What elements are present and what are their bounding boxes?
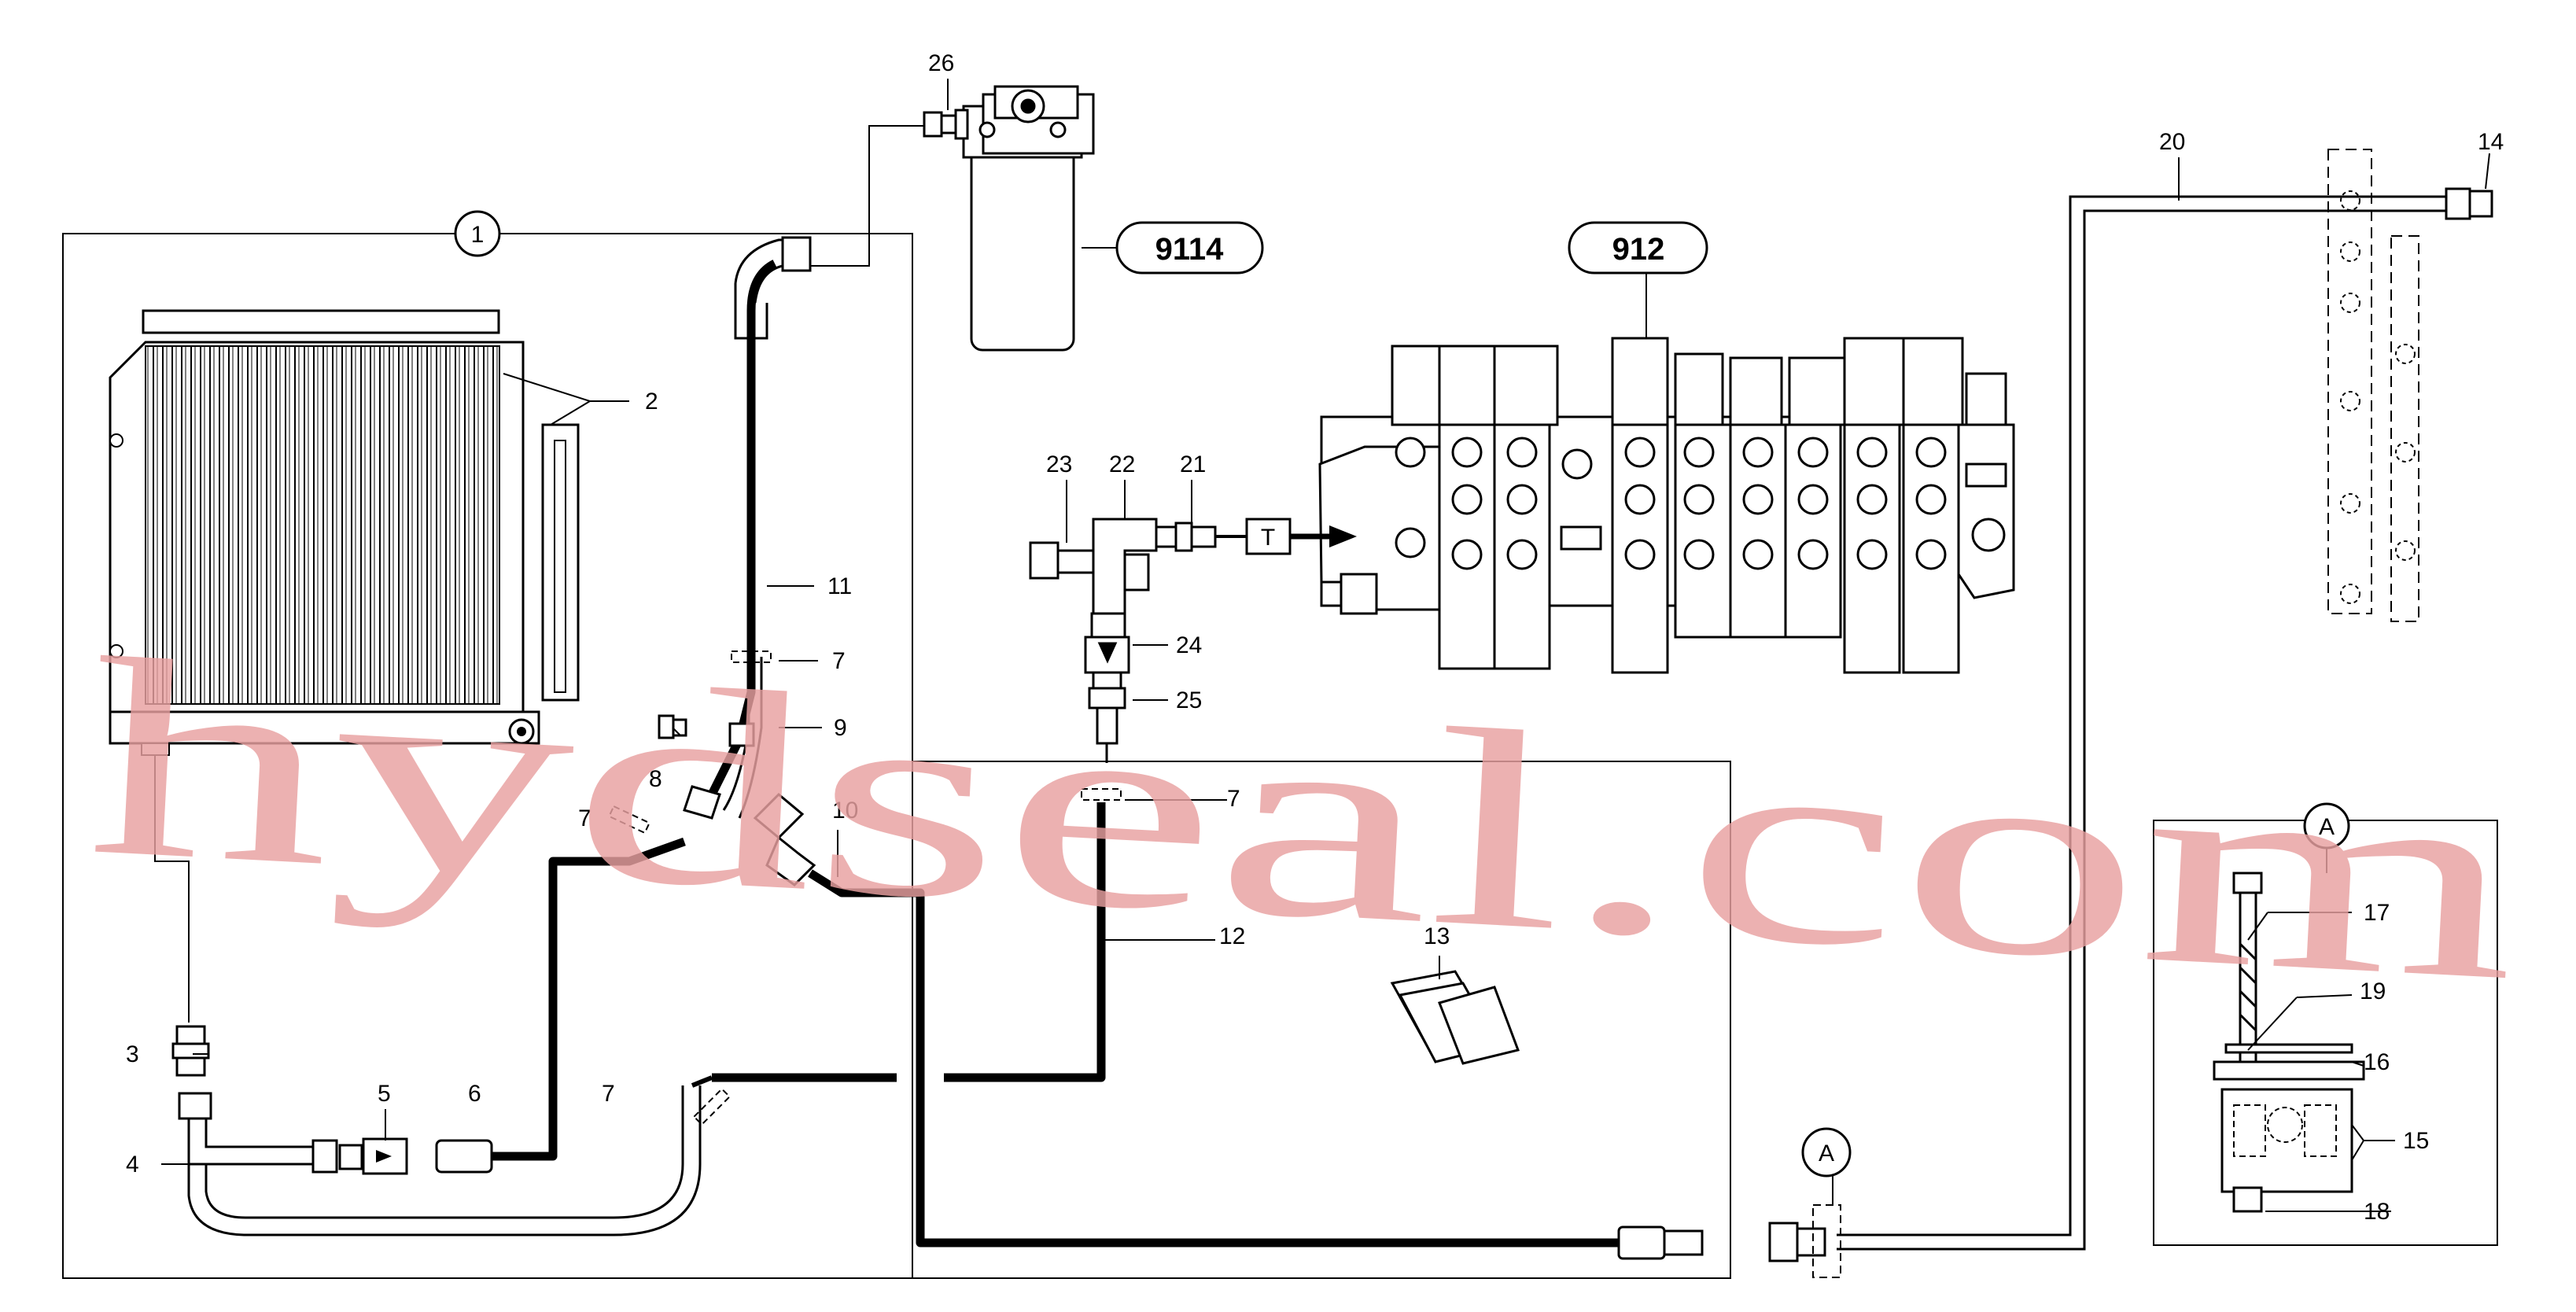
callout-10: 10 — [832, 798, 858, 824]
callout-13: 13 — [1424, 923, 1450, 949]
callout-1: 1 — [471, 222, 485, 248]
control-valve-912 — [1318, 337, 2015, 674]
clamps-7 — [608, 650, 1122, 1126]
assembly-frame-right — [912, 761, 1731, 1279]
callout-22: 22 — [1109, 451, 1135, 477]
fitting-3 — [171, 1025, 212, 1120]
leader-lines — [161, 79, 2490, 1212]
fitting-14 — [2445, 187, 2493, 220]
detail-a-title: A — [2319, 814, 2335, 840]
callout-14: 14 — [2478, 129, 2504, 155]
manual-13 — [1390, 970, 1520, 1065]
pipe-20 — [1837, 195, 2462, 1251]
number-callouts: 2 3 4 5 6 7 7 7 7 8 9 10 11 12 13 14 15 … — [126, 50, 2504, 1225]
callout-5: 5 — [378, 1081, 391, 1107]
callout-7-b: 7 — [578, 805, 591, 831]
callout-9: 9 — [834, 715, 847, 741]
hose-6-fitting — [435, 1139, 493, 1174]
detail-a-contents — [2213, 872, 2365, 1213]
callout-6: 6 — [468, 1081, 481, 1107]
callout-12: 12 — [1219, 923, 1245, 949]
t-port-label: T — [1261, 525, 1275, 551]
part-pills: 9114 912 — [1115, 221, 1708, 275]
callout-7-c: 7 — [1227, 786, 1240, 812]
hose-11-upper — [722, 236, 812, 819]
callout-7-a: 7 — [832, 648, 846, 674]
callout-24: 24 — [1176, 632, 1202, 658]
pipe-4 — [187, 1085, 702, 1236]
part-label-912: 912 — [1612, 232, 1665, 267]
hoses — [492, 260, 1619, 1248]
mounting-rail — [2327, 149, 2419, 622]
callout-11: 11 — [827, 573, 852, 599]
hose-10-fitting — [1617, 1225, 1704, 1260]
return-filter-9114 — [923, 85, 1095, 352]
part-label-9114: 9114 — [1155, 232, 1225, 267]
callout-17: 17 — [2364, 900, 2390, 926]
callout-20: 20 — [2159, 129, 2185, 155]
callout-7-d: 7 — [602, 1081, 615, 1107]
fittings-21-25 — [1029, 518, 1217, 763]
callout-8: 8 — [649, 766, 662, 792]
callout-26: 26 — [928, 50, 954, 76]
callout-25: 25 — [1176, 687, 1202, 713]
callout-23: 23 — [1046, 451, 1072, 477]
callout-4: 4 — [126, 1152, 139, 1177]
pipe-20-end-fitting — [1768, 1204, 1841, 1278]
callout-21: 21 — [1180, 451, 1206, 477]
callout-16: 16 — [2364, 1049, 2390, 1075]
check-valve-5 — [311, 1137, 408, 1175]
callout-15: 15 — [2403, 1128, 2429, 1154]
detail-a-ref: A — [1819, 1141, 1834, 1166]
callout-2: 2 — [645, 389, 658, 415]
callout-3: 3 — [126, 1041, 139, 1067]
t-port-group — [1215, 518, 1357, 555]
circle-callouts: 1 A A — [454, 210, 2350, 1177]
oil-cooler — [109, 309, 580, 756]
callout-18: 18 — [2364, 1199, 2390, 1225]
callout-19: 19 — [2360, 978, 2386, 1004]
